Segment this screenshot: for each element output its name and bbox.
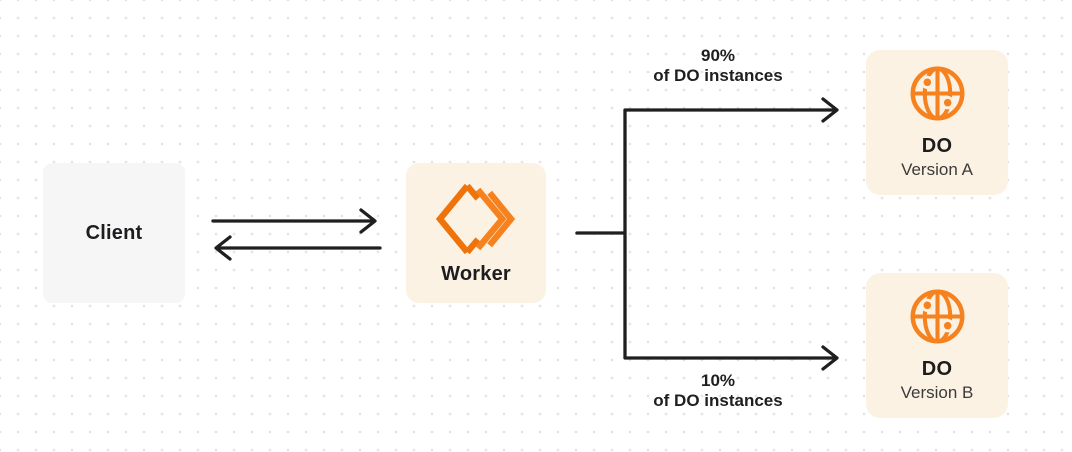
arrowhead-to-do-a xyxy=(821,97,839,123)
do-a-title: DO xyxy=(921,135,953,157)
client-label: Client xyxy=(85,221,143,244)
worker-label: Worker xyxy=(441,262,511,285)
globe-icon xyxy=(910,289,964,344)
globe-icon xyxy=(910,66,964,121)
arrow-worker-to-client xyxy=(214,235,382,261)
do-version-a-box: DO Version A xyxy=(866,50,1008,195)
do-b-title: DO xyxy=(921,358,953,380)
arrow-client-to-worker xyxy=(211,208,377,234)
split-bracket xyxy=(623,108,836,360)
worker-box: Worker xyxy=(406,163,546,303)
client-box: Client xyxy=(43,163,185,303)
arrowhead-to-do-b xyxy=(821,345,839,371)
do-b-subtitle: Version B xyxy=(900,383,974,402)
split-top-percent: 90% xyxy=(700,46,736,65)
split-bottom-percent: 10% xyxy=(700,371,736,390)
do-version-b-box: DO Version B xyxy=(866,273,1008,418)
workers-logo-icon xyxy=(435,183,516,254)
split-bottom-caption: of DO instances xyxy=(653,391,783,410)
do-a-subtitle: Version A xyxy=(901,160,973,179)
split-top-caption: of DO instances xyxy=(653,66,783,85)
split-bottom-label: 10% of DO instances xyxy=(608,371,828,411)
split-top-label: 90% of DO instances xyxy=(608,46,828,86)
